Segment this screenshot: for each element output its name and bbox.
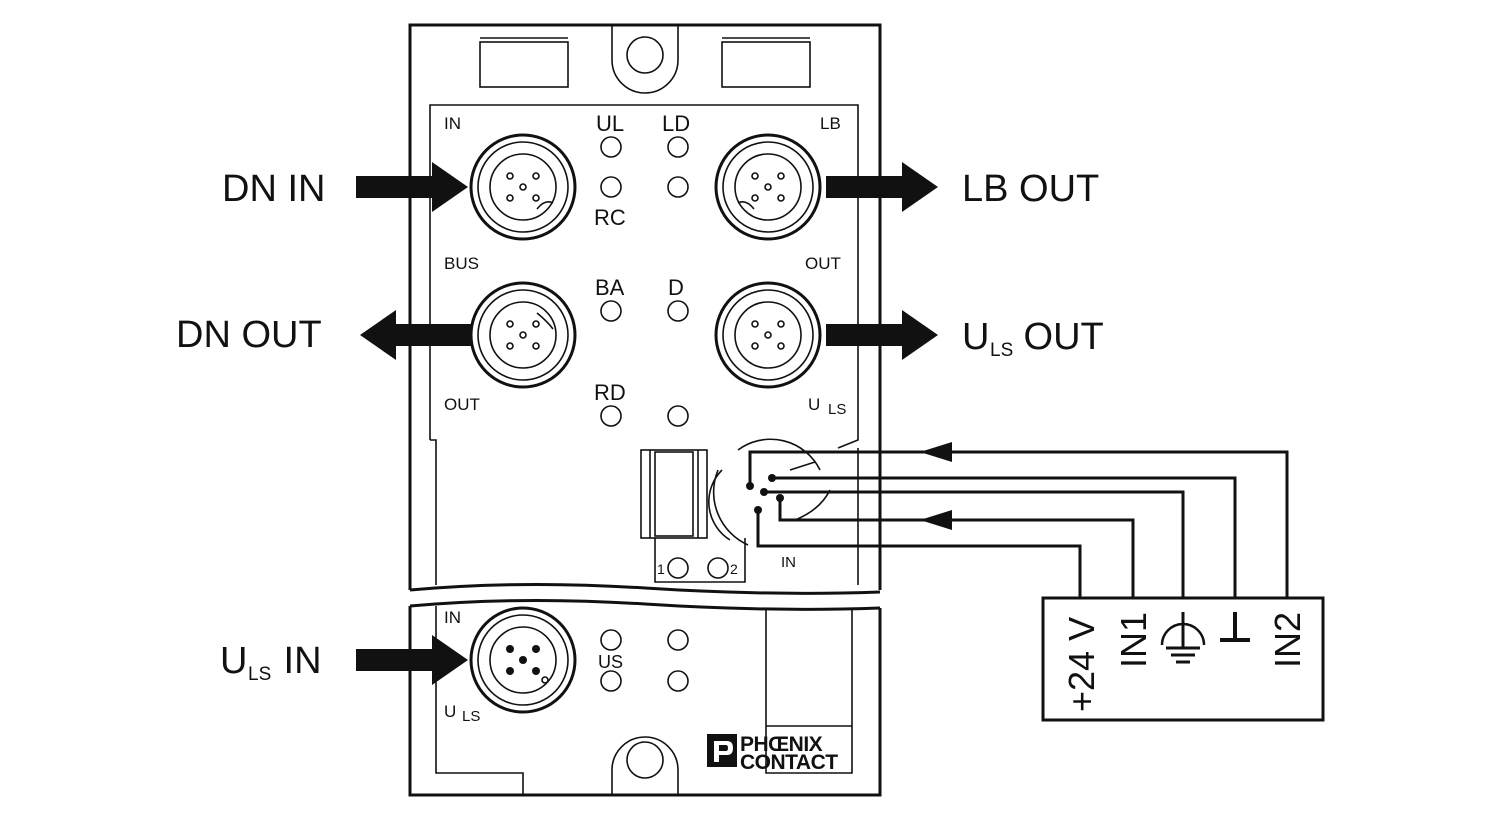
terminal-block: +24 V IN1 IN2	[1041, 596, 1325, 722]
led-unlabeled-1	[667, 176, 689, 198]
svg-text:U: U	[444, 702, 456, 721]
dn-out-label: DN OUT	[176, 314, 322, 356]
ground-icon	[1220, 612, 1250, 642]
terminal-in2-label: IN2	[1267, 612, 1308, 668]
uls-in-arrow	[356, 635, 468, 685]
uls-right-label: U LS	[808, 395, 846, 418]
ba-label: BA	[595, 275, 625, 300]
svg-text:CONTACT: CONTACT	[740, 751, 838, 774]
d-led	[667, 300, 689, 322]
led-unlabeled-4	[667, 670, 689, 692]
ba-led	[600, 300, 622, 322]
out-left-label: OUT	[444, 395, 480, 414]
ld-label: LD	[662, 111, 690, 136]
device-housing-lower	[408, 606, 882, 797]
device-housing-upper	[408, 23, 882, 590]
terminal-24v-label: +24 V	[1061, 617, 1102, 712]
terminal-in1-label: IN1	[1113, 612, 1154, 668]
dn-in-arrow	[356, 162, 468, 212]
ul-label: UL	[596, 111, 624, 136]
svg-text:U: U	[808, 395, 820, 414]
uls-in-socket[interactable]	[469, 606, 577, 714]
uls-bottom-label: U LS	[444, 702, 480, 725]
bus-label: BUS	[444, 254, 479, 273]
rd-led	[600, 405, 622, 427]
lb-out-socket[interactable]	[714, 133, 822, 241]
dn-in-socket[interactable]	[469, 133, 577, 241]
svg-text:LS: LS	[828, 401, 846, 418]
housing-break-lines	[409, 582, 881, 611]
us-led-top	[600, 629, 622, 651]
status-leds	[600, 136, 689, 692]
uls-out-label: U LS OUT	[962, 316, 1104, 361]
rc-label: RC	[594, 205, 626, 230]
svg-text:U: U	[220, 640, 247, 682]
in-small-label: IN	[781, 554, 796, 571]
rc-led	[600, 176, 622, 198]
pin1-label: 1	[657, 561, 665, 577]
svg-text:LS: LS	[990, 340, 1013, 361]
svg-text:PHŒNIX: PHŒNIX	[740, 733, 823, 756]
lb-label: LB	[820, 114, 841, 133]
dn-out-socket[interactable]	[469, 281, 577, 389]
uls-out-socket[interactable]	[714, 281, 822, 389]
dn-in-label: DN IN	[222, 168, 325, 210]
out-right-label: OUT	[805, 254, 841, 273]
svg-text:IN: IN	[273, 640, 322, 682]
in-top-label: IN	[444, 114, 461, 133]
pin2-label: 2	[730, 561, 738, 577]
dn-out-arrow	[360, 310, 472, 360]
uls-out-arrow	[826, 310, 938, 360]
svg-text:U: U	[962, 316, 989, 358]
us-led-bottom	[600, 670, 622, 692]
led-unlabeled-3	[667, 629, 689, 651]
phoenix-contact-logo: PHŒNIX CONTACT	[707, 733, 839, 774]
ul-led	[600, 136, 622, 158]
rd-label: RD	[594, 380, 626, 405]
led-unlabeled-2	[667, 405, 689, 427]
ld-led	[667, 136, 689, 158]
lb-out-label: LB OUT	[962, 168, 1099, 210]
in-bottom-label: IN	[444, 608, 461, 627]
d-label: D	[668, 275, 684, 300]
lb-out-arrow	[826, 162, 938, 212]
us-label: US	[598, 652, 623, 672]
svg-text:LS: LS	[462, 708, 480, 725]
uls-in-label: U LS IN	[220, 640, 322, 685]
wiring	[746, 442, 1289, 598]
earth-ground-icon	[1160, 612, 1206, 664]
input-connector-area	[640, 438, 831, 583]
svg-text:OUT: OUT	[1013, 316, 1104, 358]
svg-text:LS: LS	[248, 664, 271, 685]
